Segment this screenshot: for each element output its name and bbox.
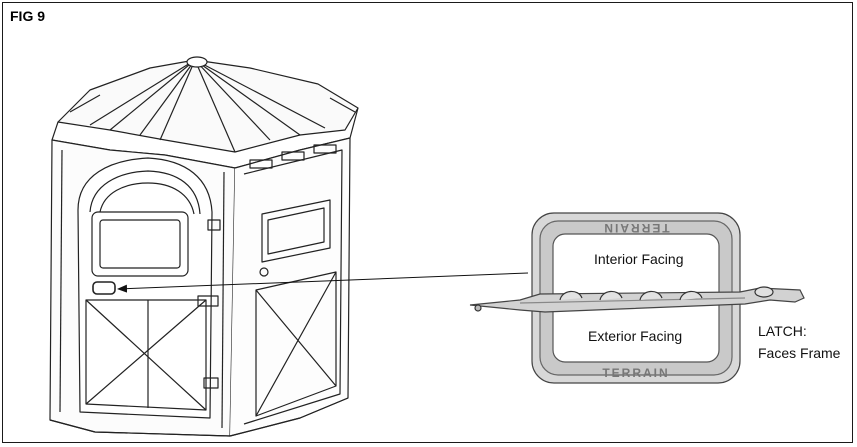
latch-title: LATCH: [758,323,807,339]
brand-top: TERRAIN [602,221,669,235]
figure-label: FIG 9 [10,8,46,24]
interior-facing-label: Interior Facing [594,251,684,267]
latch-note: LATCH: Faces Frame [758,320,840,364]
figure-border [2,2,853,443]
latch-description: Faces Frame [758,345,841,361]
side-panel [229,137,351,437]
latch-detail [469,212,805,384]
exterior-facing-label: Exterior Facing [588,328,683,344]
door-latch [92,281,116,295]
restroom-unit [49,56,359,437]
brand-bottom: TERRAIN [602,366,669,380]
pointer-arrow [117,272,529,293]
